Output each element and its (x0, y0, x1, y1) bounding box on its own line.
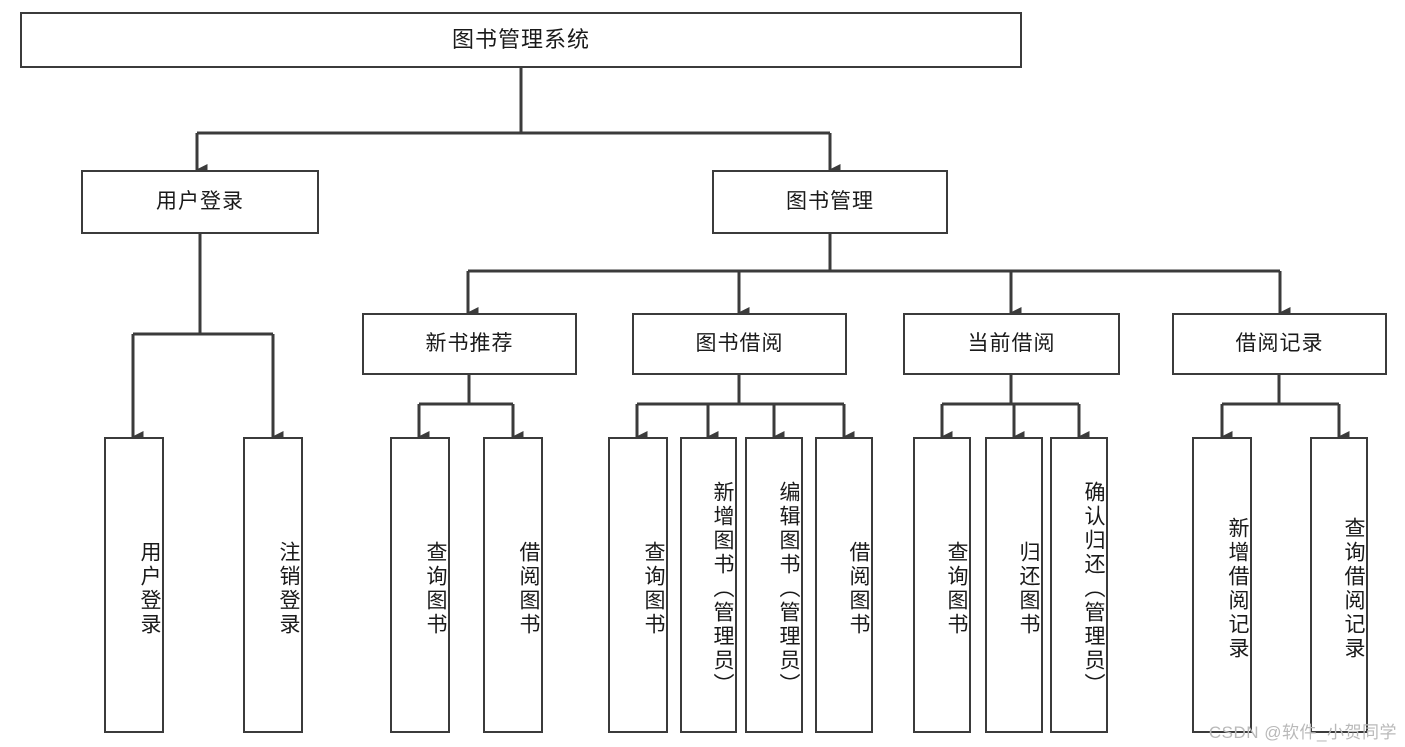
node-book-borrow[interactable]: 图书借阅 (632, 313, 847, 375)
node-recommend-query-book[interactable]: 查询图书 (390, 437, 450, 733)
node-recommend-borrow-book[interactable]: 借阅图书 (483, 437, 543, 733)
node-current-borrow[interactable]: 当前借阅 (903, 313, 1120, 375)
node-borrow-query-book[interactable]: 查询图书 (608, 437, 668, 733)
node-user-logout-action-label: 注销登录 (277, 541, 300, 637)
node-borrow-edit-book-label: 编辑图书（管理员） (777, 481, 800, 697)
node-current-query-book-label: 查询图书 (945, 541, 968, 637)
node-book-borrow-label: 图书借阅 (695, 332, 784, 356)
node-new-book-recommend[interactable]: 新书推荐 (362, 313, 577, 375)
node-current-confirm-return-label: 确认归还（管理员） (1082, 481, 1105, 697)
node-user-login-action-label: 用户登录 (138, 541, 161, 637)
node-record-query-label: 查询借阅记录 (1342, 517, 1365, 661)
edge-group (131, 68, 1350, 443)
node-borrow-record-label: 借阅记录 (1235, 332, 1324, 356)
node-user-logout-action[interactable]: 注销登录 (243, 437, 303, 733)
node-borrow-borrow-book[interactable]: 借阅图书 (815, 437, 873, 733)
node-record-add[interactable]: 新增借阅记录 (1192, 437, 1252, 733)
csdn-watermark: CSDN @软件_小贺同学 (1208, 723, 1397, 742)
node-recommend-query-book-label: 查询图书 (424, 541, 447, 637)
node-borrow-add-book[interactable]: 新增图书（管理员） (680, 437, 737, 733)
node-borrow-query-book-label: 查询图书 (642, 541, 665, 637)
node-new-book-recommend-label: 新书推荐 (425, 332, 514, 356)
node-recommend-borrow-book-label: 借阅图书 (517, 541, 540, 637)
node-user-login-action[interactable]: 用户登录 (104, 437, 164, 733)
node-borrow-borrow-book-label: 借阅图书 (847, 541, 870, 637)
node-current-return-book-label: 归还图书 (1017, 541, 1040, 637)
node-record-add-label: 新增借阅记录 (1226, 517, 1249, 661)
node-book-manage-label: 图书管理 (786, 190, 874, 214)
node-current-confirm-return[interactable]: 确认归还（管理员） (1050, 437, 1108, 733)
node-book-manage[interactable]: 图书管理 (712, 170, 948, 234)
node-current-return-book[interactable]: 归还图书 (985, 437, 1043, 733)
node-current-borrow-label: 当前借阅 (967, 332, 1056, 356)
node-record-query[interactable]: 查询借阅记录 (1310, 437, 1368, 733)
node-borrow-edit-book[interactable]: 编辑图书（管理员） (745, 437, 803, 733)
node-borrow-record[interactable]: 借阅记录 (1172, 313, 1387, 375)
node-user-login[interactable]: 用户登录 (81, 170, 319, 234)
node-user-login-label: 用户登录 (156, 190, 244, 214)
node-root-label: 图书管理系统 (451, 26, 590, 52)
node-current-query-book[interactable]: 查询图书 (913, 437, 971, 733)
node-root[interactable]: 图书管理系统 (20, 12, 1022, 68)
node-borrow-add-book-label: 新增图书（管理员） (711, 481, 734, 697)
